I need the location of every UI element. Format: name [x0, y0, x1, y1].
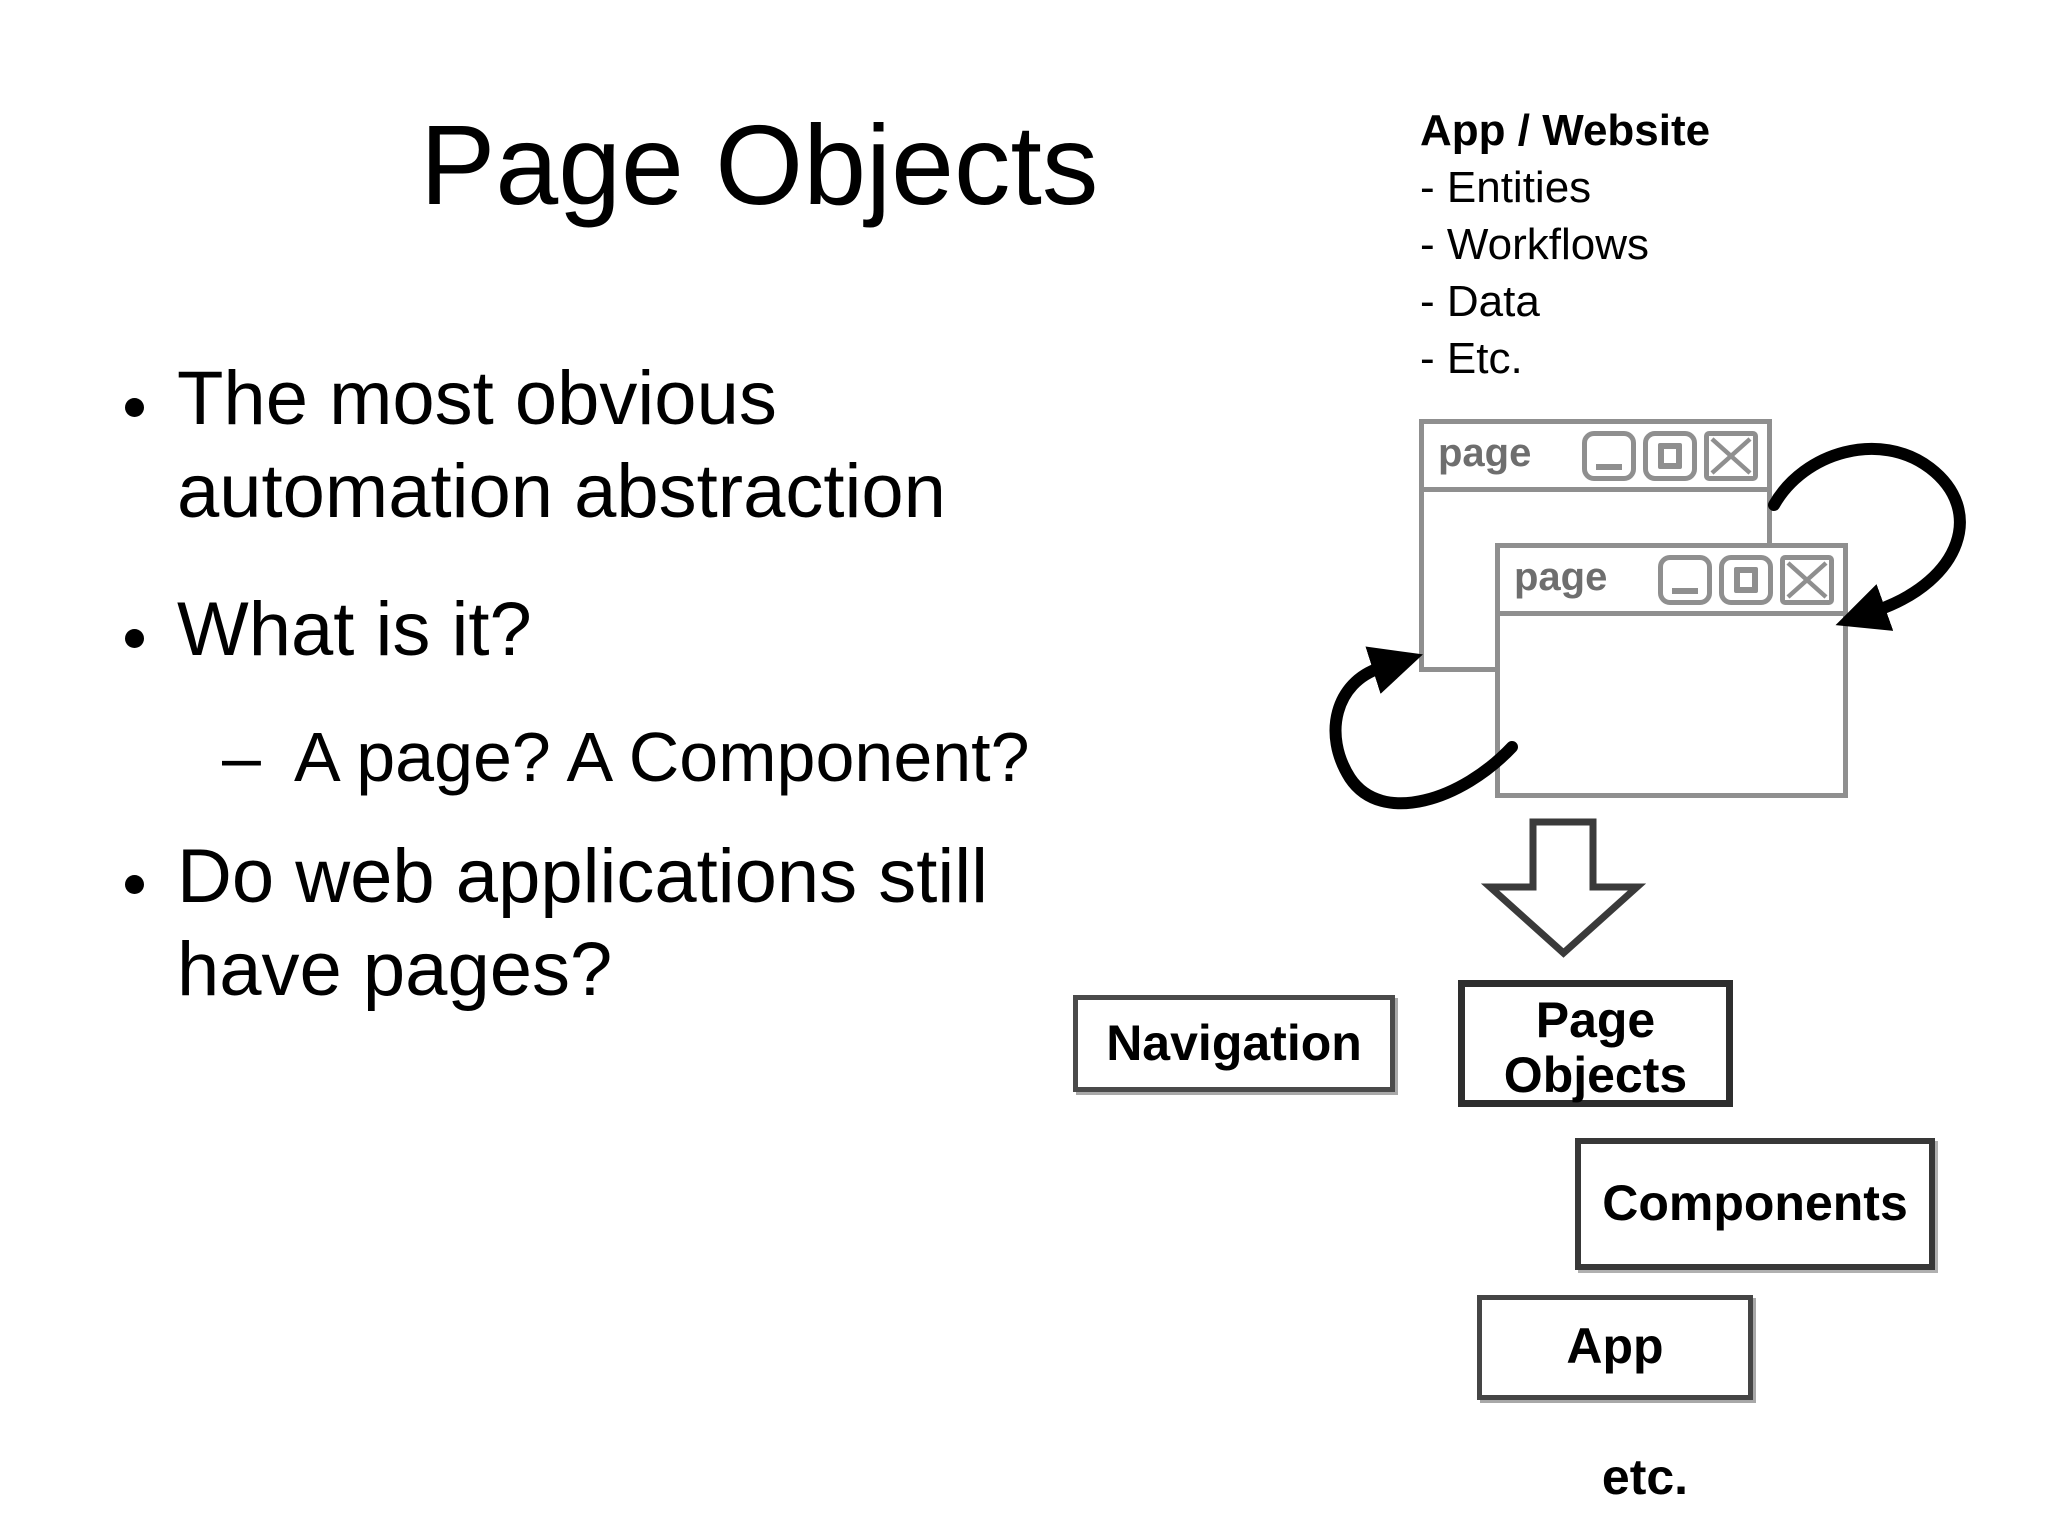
app-website-item: - Workflows — [1420, 220, 1649, 269]
app-website-title: App / Website — [1420, 106, 1711, 155]
page-objects-label-line: Page — [1535, 992, 1656, 1048]
page-objects-label-line: Objects — [1503, 1047, 1688, 1103]
bullet-line: automation abstraction — [177, 449, 946, 534]
app-website-item: - Data — [1420, 277, 1540, 326]
navigation-box: Navigation — [1073, 995, 1395, 1092]
navigation-label: Navigation — [1106, 1015, 1362, 1071]
close-icon — [1710, 436, 1752, 475]
window-titlebar: page — [1500, 548, 1843, 616]
sub-bullet-item: –A page? A Component? — [222, 714, 1030, 800]
maximize-icon — [1658, 442, 1682, 469]
close-button — [1704, 430, 1758, 481]
bullet-item: Do web applications still have pages? — [177, 830, 988, 1016]
minimize-icon — [1596, 463, 1622, 470]
nav-arrow-left — [1329, 646, 1518, 810]
sub-bullet-dash: – — [222, 718, 261, 796]
app-website-item: - Entities — [1420, 163, 1592, 212]
app-label: App — [1566, 1318, 1664, 1374]
components-label: Components — [1602, 1175, 1908, 1231]
bullet-line: What is it? — [177, 587, 532, 672]
bullet-line: The most obvious — [177, 356, 777, 441]
bullet-dot — [125, 875, 144, 894]
app-website-list: App / Website - Entities - Workflows - D… — [1420, 102, 1710, 387]
minimize-button — [1658, 554, 1712, 605]
close-icon — [1786, 560, 1828, 599]
window-titlebar: page — [1424, 424, 1767, 492]
minimize-icon — [1672, 587, 1698, 594]
page-objects-box: Page Objects — [1458, 980, 1733, 1107]
bullet-line: have pages? — [177, 927, 613, 1012]
window-title: page — [1438, 430, 1532, 475]
window-title: page — [1514, 554, 1608, 599]
page-title: Page Objects — [420, 102, 1099, 228]
page-window-front: page — [1495, 543, 1848, 798]
bullet-line: Do web applications still — [177, 834, 989, 919]
down-block-arrow — [1480, 818, 1647, 958]
components-box: Components — [1575, 1138, 1935, 1270]
close-button — [1780, 554, 1834, 605]
bullet-dot — [125, 629, 144, 648]
bullet-item: What is it? — [177, 583, 532, 676]
etc-label: etc. — [1601, 1449, 1689, 1505]
sub-bullet-label: A page? A Component? — [293, 718, 1030, 796]
bullet-item: The most obvious automation abstraction — [177, 352, 946, 538]
maximize-button — [1719, 554, 1773, 605]
minimize-button — [1582, 430, 1636, 481]
maximize-icon — [1734, 566, 1758, 593]
app-box: App — [1477, 1295, 1753, 1400]
app-website-item: - Etc. — [1420, 334, 1523, 383]
bullet-dot — [125, 398, 144, 417]
maximize-button — [1643, 430, 1697, 481]
